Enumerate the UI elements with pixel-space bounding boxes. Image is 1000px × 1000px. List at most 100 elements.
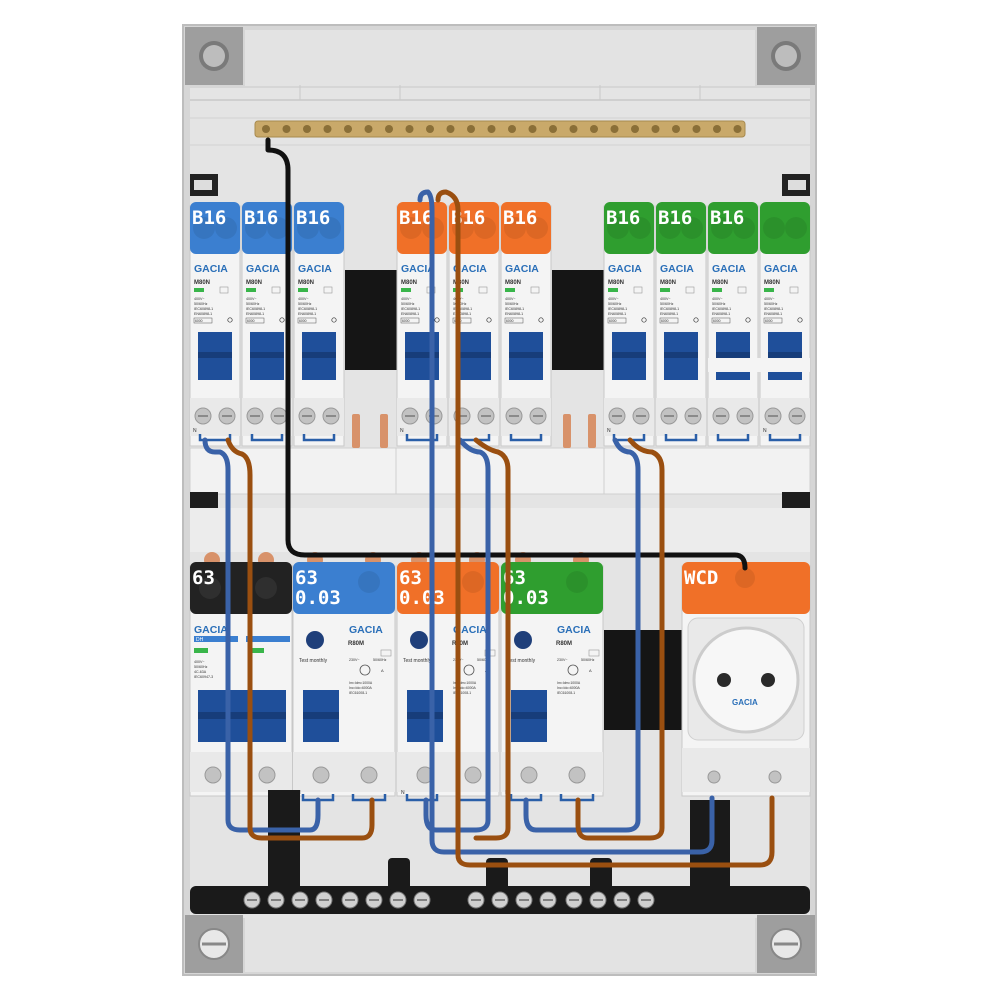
mcb-breaker: B16GACIAM80N400V~50/60HzIEC60898-1EN6089… [603,202,655,447]
svg-text:50/60Hz: 50/60Hz [505,302,519,306]
svg-text:EN60898-1: EN60898-1 [194,312,212,316]
isolator-model: DH [196,637,204,643]
socket-face[interactable] [692,626,800,734]
earth-busbar [254,120,746,138]
svg-text:400V~: 400V~ [608,297,619,301]
svg-text:IEC60898-1: IEC60898-1 [712,307,731,311]
svg-text:EN60898-1: EN60898-1 [246,312,264,316]
brown-wire-1 [225,437,375,841]
svg-text:IEC61008-1: IEC61008-1 [349,691,367,695]
rcd-sensitivity: 0.03 [503,587,549,609]
brand-label: GACIA [505,263,539,275]
brown-wire-4 [575,437,665,841]
svg-text:IEC60898-1: IEC60898-1 [505,307,524,311]
svg-text:IEC60898-1: IEC60898-1 [608,307,627,311]
brand-label: GACIA [453,263,487,275]
busbar-hole [651,125,660,133]
brand-label: GACIA [194,624,228,636]
svg-text:Im=Idm=1000A: Im=Idm=1000A [557,681,581,685]
terminal-label: N [763,428,767,434]
terminal-label: N [607,428,611,434]
svg-text:IEC60898-1: IEC60898-1 [401,307,420,311]
enclosure-bottom-strip [245,918,755,972]
brand-label: GACIA [246,263,280,275]
mcb-cap [449,202,499,254]
rcd-logo-icon [410,631,428,649]
svg-text:400V~: 400V~ [505,297,516,301]
svg-text:400V~: 400V~ [712,297,723,301]
rcd-test-button[interactable] [567,664,579,676]
rcd-test-text: Test monthly [403,658,432,664]
svg-text:400V~: 400V~ [298,297,309,301]
mcb-breaker: B16GACIAM80N400V~50/60HzIEC60898-1EN6089… [293,202,345,447]
rcd-logo-icon [514,631,532,649]
busbar-hole [610,125,619,133]
rcd-test-button[interactable] [463,664,475,676]
corner-mount-bottom-right [757,915,815,973]
mcb-rating-label: B16 [296,207,330,229]
svg-text:50/60Hz: 50/60Hz [477,658,491,662]
isolator-cap [190,562,292,614]
mcb-model: M80N [608,280,624,286]
busbar-hole [426,125,434,133]
svg-text:Im=Idm=1000A: Im=Idm=1000A [453,681,477,685]
svg-text:400V~: 400V~ [246,297,257,301]
rcd-test-button[interactable] [359,664,371,676]
mcb-model: M80N [246,280,262,286]
busbar-hole [323,125,332,133]
brand-label: GACIA [608,263,642,275]
svg-text:50/60Hz: 50/60Hz [194,302,208,306]
mcb-model: M80N [194,280,210,286]
svg-text:50/60Hz: 50/60Hz [608,302,622,306]
busbar-hole [590,125,598,133]
svg-text:IEC60898-1: IEC60898-1 [298,307,317,311]
mcb-cap [501,202,551,254]
brown-wire-3 [473,437,511,841]
svg-text:EN60898-1: EN60898-1 [608,312,626,316]
mcb-rating-label: B16 [399,207,433,229]
svg-text:6000: 6000 [247,319,255,323]
copper-comb-pins [352,414,596,448]
mcb-cap [708,202,758,254]
svg-text:50/60Hz: 50/60Hz [194,665,208,669]
mcb-model: M80N [712,280,728,286]
mcb-rating-label: B16 [192,207,226,229]
rcd-model: R80M [556,641,572,647]
svg-text:230V~: 230V~ [557,658,568,662]
svg-text:IEC60947-3: IEC60947-3 [194,675,213,679]
socket-hole [717,673,731,687]
svg-text:50/60Hz: 50/60Hz [581,658,595,662]
rcd-test-text: Test monthly [507,658,536,664]
din-rail-top-right [552,270,604,370]
enclosure-top-strip [245,30,755,86]
busbar-hole [282,125,291,133]
terminal-label: N [401,790,405,796]
brand-label: GACIA [557,624,591,636]
busbar-hole [672,125,680,133]
brand-label: GACIA [194,263,228,275]
brand-label: GACIA [764,263,798,275]
svg-text:50/60Hz: 50/60Hz [764,302,778,306]
mcb-cap [242,202,292,254]
mcb-breaker: GACIAM80N400V~50/60HzIEC60898-1EN60898-1… [759,202,811,447]
svg-text:Inc=Idc=6000A: Inc=Idc=6000A [557,686,581,690]
device-row-bottom: 63GACIADH400V~50/60Hz4C-63AIEC60947-3630… [189,552,811,802]
svg-text:230V~: 230V~ [349,658,360,662]
brand-label: GACIA [732,698,758,707]
svg-text:Inc=Idc=6000A: Inc=Idc=6000A [453,686,477,690]
mcb-breaker: B16GACIAM80N400V~50/60HzIEC60898-1EN6089… [655,202,707,447]
mcb-rating-label: B16 [658,207,692,229]
blue-wire-1 [202,437,321,833]
busbar-hole [569,125,578,133]
mcb-rating-label: B16 [244,207,278,229]
socket-cap [682,562,810,614]
svg-text:400V~: 400V~ [401,297,412,301]
svg-text:6000: 6000 [609,319,617,323]
mcb-rating-label: B16 [503,207,537,229]
svg-text:EN60898-1: EN60898-1 [505,312,523,316]
svg-text:50/60Hz: 50/60Hz [246,302,260,306]
